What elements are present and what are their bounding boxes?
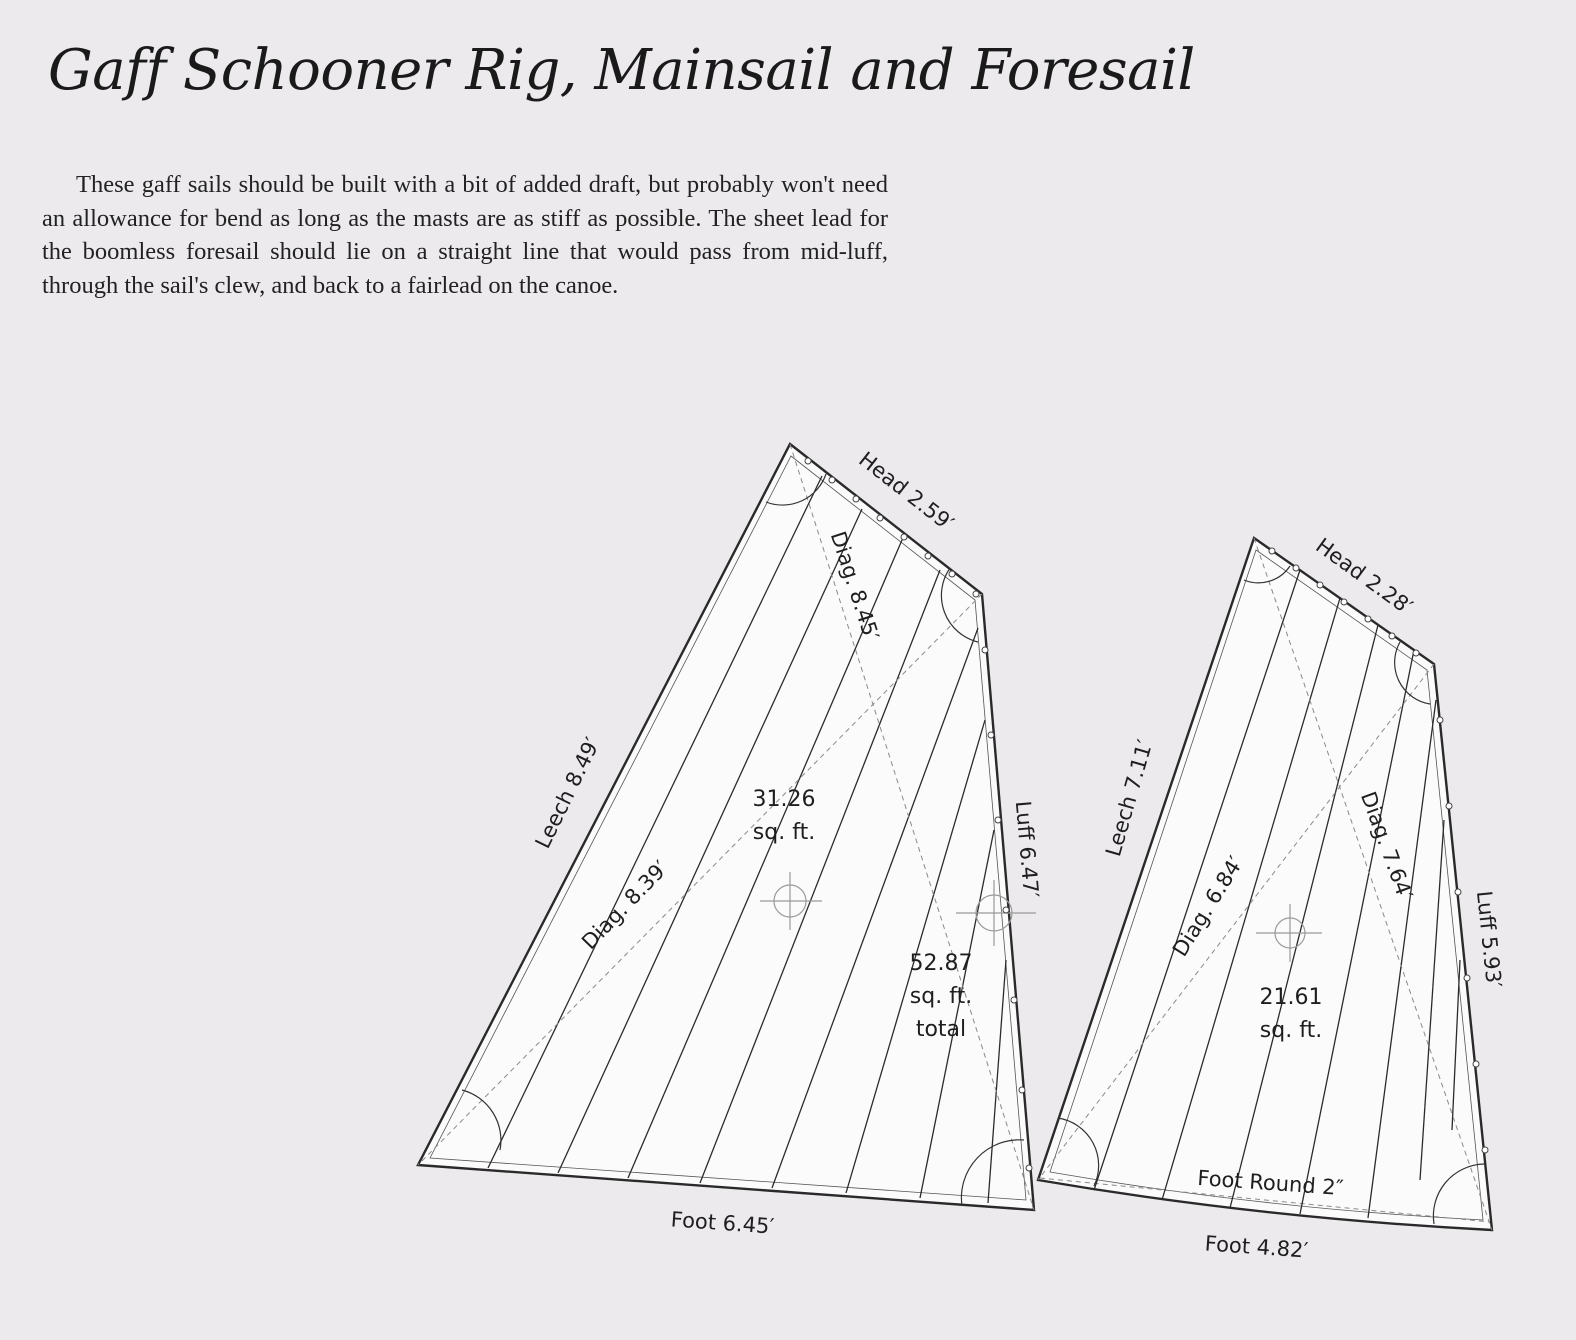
foresail-clew-arc	[1057, 1117, 1100, 1187]
page-title: Gaff Schooner Rig, Mainsail and Foresail	[48, 38, 1195, 103]
mainsail-diagonal-b	[417, 593, 983, 1166]
mainsail-area-unit: sq. ft.	[753, 820, 815, 845]
foresail-foot-label: Foot 4.82′	[1204, 1231, 1309, 1262]
foresail-luff-label: Luff 5.93′	[1472, 890, 1506, 990]
mainsail-luff-label: Luff 6.47′	[1011, 800, 1043, 899]
total-area-value: 52.87	[910, 951, 973, 976]
mainsail-area-value: 31.26	[753, 787, 816, 812]
mainsail-peak-arc	[765, 473, 827, 506]
foresail-head-grommets	[1268, 547, 1420, 657]
foresail-luff-grommets	[1436, 716, 1489, 1154]
foresail-outline	[1036, 536, 1494, 1232]
foresail-diagonal-b	[1037, 663, 1435, 1181]
foresail-leech-label: Leech 7.11′	[1101, 737, 1157, 859]
foresail-foot-chord	[1039, 1177, 1491, 1223]
foresail-peak-arc	[1243, 565, 1291, 584]
total-area-label: total	[916, 1017, 966, 1042]
mainsail-throat-arc	[940, 567, 979, 643]
foresail-diagonal-a	[1253, 537, 1493, 1231]
combined-center-of-effort	[956, 880, 1036, 946]
mainsail-tack-arc	[960, 1139, 1025, 1207]
intro-paragraph: These gaff sails should be built with a …	[42, 171, 888, 299]
mainsail-center-of-effort	[760, 872, 822, 930]
mainsail-foot-label: Foot 6.45′	[670, 1207, 775, 1238]
mainsail-clew-arc	[461, 1089, 502, 1151]
foresail-throat-arc	[1394, 641, 1431, 705]
mainsail-diagonal-a	[789, 443, 1035, 1211]
mainsail-panel-seams	[487, 475, 1007, 1204]
mainsail-tabling	[429, 455, 1027, 1201]
total-area-unit: sq. ft.	[910, 984, 972, 1009]
foresail-area-unit: sq. ft.	[1260, 1018, 1322, 1043]
foresail-area-value: 21.61	[1260, 985, 1323, 1010]
foresail-tack-arc	[1432, 1163, 1485, 1225]
foresail: Head 2.28′ Leech 7.11′ Luff 5.93′ Foot 4…	[1036, 533, 1506, 1263]
foresail-panel-seams	[1093, 569, 1461, 1219]
mainsail-outline	[416, 442, 1036, 1212]
mainsail-luff-grommets	[981, 646, 1033, 1172]
foresail-center-of-effort	[1256, 904, 1322, 962]
mainsail-head-grommets	[804, 457, 980, 598]
mainsail: Head 2.59′ Leech 8.49′ Luff 6.47′ Foot 6…	[416, 442, 1043, 1239]
